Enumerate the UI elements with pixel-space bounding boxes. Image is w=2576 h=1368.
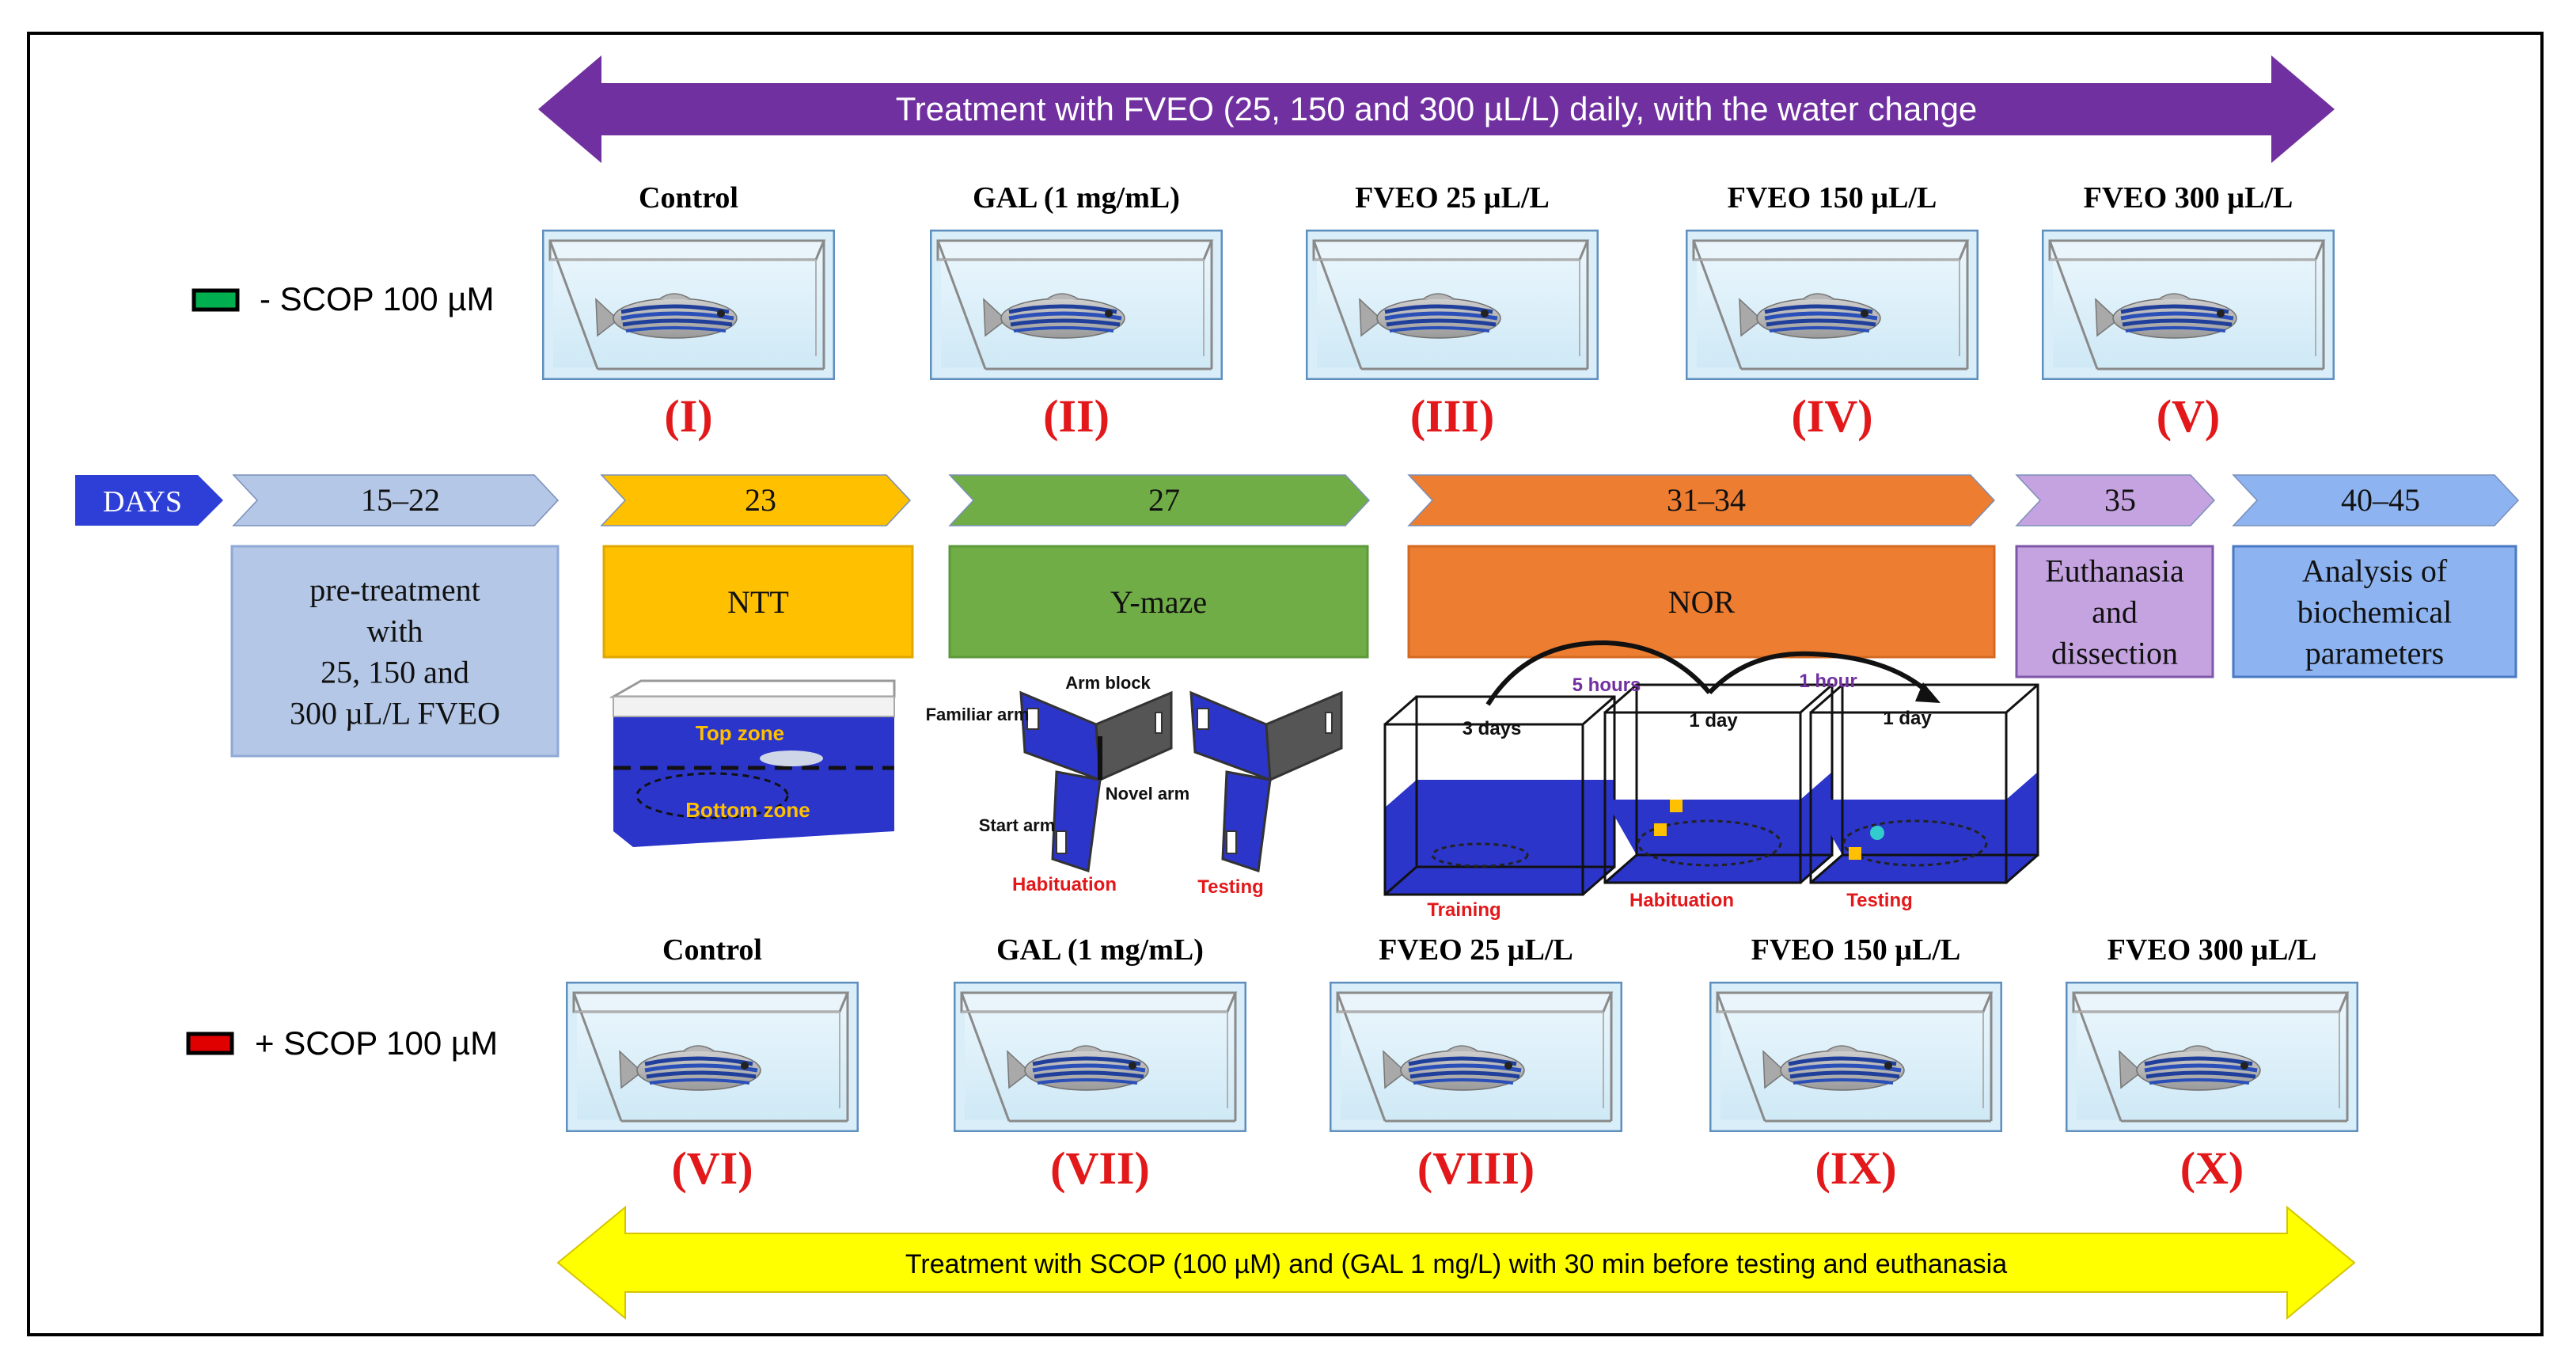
bottom-treatment-text: Treatment with SCOP (100 µM) and (GAL 1 …	[905, 1249, 2007, 1279]
legend-plus-text: + SCOP 100 µM	[255, 1024, 498, 1062]
bottom-group-label-1: Control	[662, 933, 762, 967]
bottom-group-label-3: FVEO 25 µL/L	[1379, 933, 1573, 967]
timeline-box-4	[1407, 545, 1996, 659]
figure-frame	[27, 32, 2544, 1336]
timeline-days-1: 15–22	[361, 482, 440, 518]
timeline-box-5-line-3: dissection	[2051, 636, 2178, 671]
nor-interval-arrow-1	[1485, 640, 1712, 706]
top-fish-tank-icon-5	[2043, 230, 2334, 379]
top-group-roman-5: (V)	[2157, 390, 2221, 442]
timeline-box-2	[602, 545, 914, 659]
top-group-label-5: FVEO 300 µL/L	[2084, 181, 2293, 215]
nor-habituation-tank	[1603, 683, 1834, 884]
timeline-box-1-line-2: with	[366, 614, 423, 649]
timeline-box-6	[2232, 545, 2517, 678]
timeline-box-5	[2015, 545, 2214, 678]
top-fish-tank-icon-2	[931, 230, 1222, 379]
timeline-days-3: 27	[1148, 482, 1180, 518]
ymaze-familiar-arm: Familiar arm	[926, 705, 1030, 724]
timeline-chevron-2	[600, 474, 912, 526]
nor-tank2-days: 1 day	[1689, 710, 1738, 732]
days-chevron	[75, 475, 223, 526]
top-fish-tank-icon-3	[1307, 230, 1598, 379]
bottom-fish-tank-icon-4	[1710, 982, 2001, 1131]
timeline-box-1	[230, 545, 560, 758]
timeline-chevron-1	[232, 474, 560, 526]
timeline-box-5-line-2: and	[2092, 595, 2138, 630]
legend-plus-swatch	[186, 1032, 234, 1055]
nor-habituation: Habituation	[1629, 890, 1734, 911]
ymaze-testing-illustration	[1189, 690, 1343, 872]
bottom-group-label-5: FVEO 300 µL/L	[2107, 933, 2317, 967]
bottom-fish-tank-icon-1	[567, 982, 858, 1131]
timeline-box-3	[948, 545, 1369, 659]
ymaze-habituation: Habituation	[1012, 874, 1117, 895]
top-group-label-1: Control	[639, 181, 738, 215]
legend-minus-text: - SCOP 100 µM	[260, 280, 495, 317]
top-fish-tank-icon-1	[543, 230, 834, 379]
nor-tank3-days: 1 day	[1883, 708, 1932, 729]
nor-tank1-days: 3 days	[1463, 718, 1522, 739]
bottom-treatment-arrow	[556, 1205, 2356, 1320]
timeline-chevron-5	[2015, 474, 2216, 526]
nor-training: Training	[1427, 899, 1500, 921]
top-group-label-3: FVEO 25 µL/L	[1355, 181, 1550, 215]
top-group-roman-3: (III)	[1410, 390, 1494, 442]
timeline-days-4: 31–34	[1667, 482, 1746, 518]
top-fish-tank-icon-4	[1686, 230, 1978, 379]
timeline-box-3-line-1: Y-maze	[1110, 584, 1207, 620]
bottom-group-roman-3: (VIII)	[1417, 1142, 1535, 1194]
nor-interval-2: 1 hour	[1799, 671, 1857, 692]
timeline-days-2: 23	[745, 482, 776, 518]
top-group-roman-2: (II)	[1043, 390, 1110, 442]
timeline-box-6-line-3: parameters	[2305, 636, 2444, 671]
timeline-chevron-6	[2232, 474, 2520, 526]
nor-interval-arrow-2	[1707, 651, 1933, 697]
bottom-group-label-4: FVEO 150 µL/L	[1751, 933, 1961, 967]
timeline-days-6: 40–45	[2341, 482, 2420, 518]
timeline-days-5: 35	[2104, 482, 2136, 518]
top-group-roman-1: (I)	[664, 390, 712, 442]
timeline-box-1-line-1: pre-treatment	[309, 572, 480, 608]
top-group-roman-4: (IV)	[1791, 390, 1872, 442]
timeline-box-4-line-1: NOR	[1668, 584, 1736, 620]
ymaze-novel-arm: Novel arm	[1106, 784, 1189, 804]
ntt-bottom-zone: Bottom zone	[685, 798, 810, 822]
bottom-fish-tank-icon-5	[2066, 982, 2358, 1131]
top-group-label-4: FVEO 150 µL/L	[1728, 181, 1937, 215]
top-treatment-arrow	[538, 55, 2335, 163]
nor-testing-tank	[1809, 683, 2039, 884]
bottom-group-roman-2: (VII)	[1050, 1142, 1150, 1194]
timeline-chevron-3	[948, 474, 1371, 526]
ymaze-habituation-illustration	[1019, 690, 1173, 872]
ntt-tank-illustration: Top zone Bottom zone	[609, 679, 896, 847]
timeline-box-5-line-1: Euthanasia	[2045, 553, 2184, 589]
bottom-fish-tank-icon-3	[1330, 982, 1622, 1131]
top-group-label-2: GAL (1 mg/mL)	[973, 181, 1180, 215]
ymaze-testing: Testing	[1197, 876, 1264, 898]
legend-minus-swatch	[192, 288, 240, 312]
timeline-box-1-line-3: 25, 150 and	[321, 655, 469, 690]
days-label: DAYS	[103, 485, 182, 519]
bottom-fish-tank-icon-2	[954, 982, 1246, 1131]
timeline-box-6-line-2: biochemical	[2297, 595, 2452, 630]
nor-interval-1: 5 hours	[1573, 674, 1641, 696]
bottom-group-label-2: GAL (1 mg/mL)	[996, 933, 1204, 967]
top-treatment-text: Treatment with FVEO (25, 150 and 300 µL/…	[896, 90, 1978, 127]
bottom-group-roman-4: (IX)	[1815, 1142, 1896, 1194]
ymaze-arm-block: Arm block	[1065, 673, 1151, 693]
timeline-chevron-4	[1407, 474, 1996, 526]
bottom-group-roman-1: (VI)	[671, 1142, 753, 1194]
timeline-box-2-line-1: NTT	[727, 584, 789, 620]
nor-training-tank	[1383, 695, 1616, 896]
nor-testing: Testing	[1846, 890, 1913, 911]
ymaze-start-arm: Start arm	[979, 815, 1056, 835]
timeline-box-1-line-4: 300 µL/L FVEO	[290, 696, 500, 732]
timeline-box-6-line-1: Analysis of	[2302, 553, 2448, 589]
bottom-group-roman-5: (X)	[2180, 1142, 2244, 1194]
ntt-top-zone: Top zone	[696, 721, 784, 745]
